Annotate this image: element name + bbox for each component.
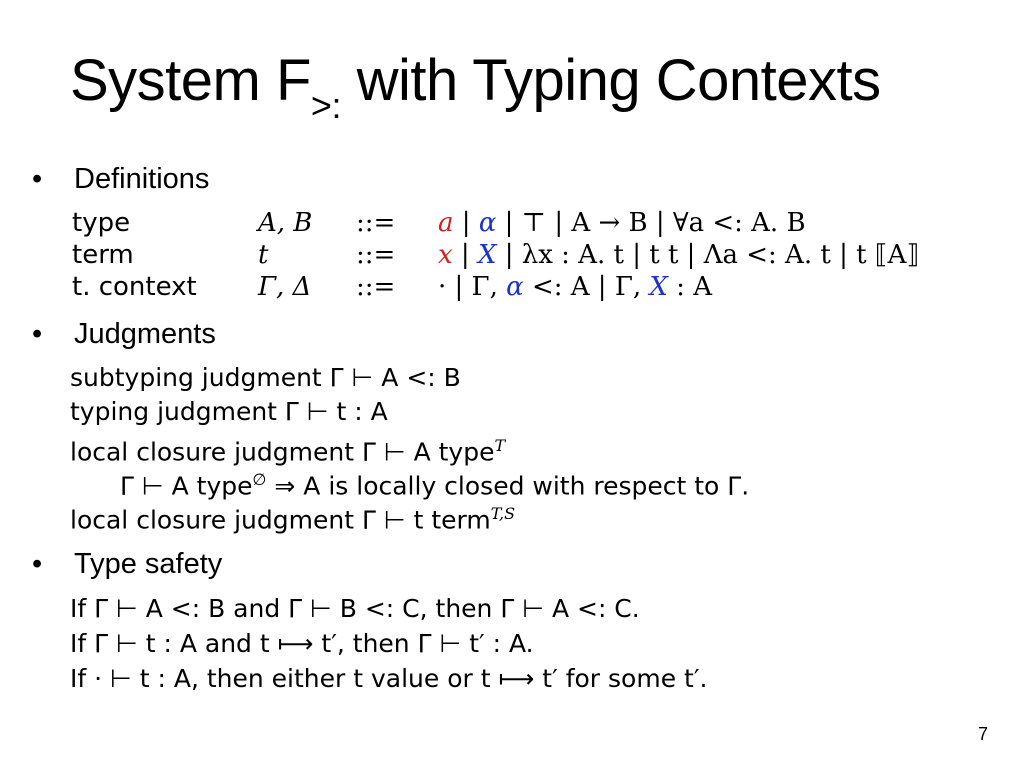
judgment-local-closure-type: local closure judgment Γ ⊢ A typeT [70,436,506,467]
page-number: 7 [977,724,988,744]
bullet-label: Definitions [74,163,210,195]
bullet-dot-icon: • [32,318,43,350]
bullet-label: Judgments [74,318,216,350]
grammar-productions: · | Γ, α <: A | Γ, X : A [438,272,712,302]
slide-title: System F>: with Typing Contexts [70,52,881,124]
type-safety-transitivity: If Γ ⊢ A <: B and Γ ⊢ B <: C, then Γ ⊢ A… [70,594,640,623]
grammar-meta: Γ, Δ [258,272,312,302]
judgment-subtyping: subtyping judgment Γ ⊢ A <: B [70,363,461,392]
grammar-productions: a | α | ⊤ | A → B | ∀a <: A. B [438,208,806,238]
type-safety-progress: If · ⊢ t : A, then either t value or t ⟼… [70,664,708,693]
title-subscript: >: [310,85,342,126]
bullet-definitions: • Definitions [32,163,209,196]
title-main: System F [70,48,311,113]
grammar-op: ::= [356,272,396,302]
grammar-meta: A, B [258,208,313,238]
grammar-op: ::= [356,240,396,270]
bullet-label: Type safety [74,548,223,580]
grammar-productions: x | X | λx : A. t | t t | Λa <: A. t | t… [438,240,920,270]
grammar-label: term [72,240,134,270]
bullet-dot-icon: • [32,548,43,580]
bullet-type-safety: • Type safety [32,548,222,581]
judgment-local-closure-term: local closure judgment Γ ⊢ t termT,S [70,504,516,535]
judgment-closed-note: Γ ⊢ A type∅ ⇒ A is locally closed with r… [120,470,750,501]
bullet-dot-icon: • [32,163,43,195]
type-safety-preservation: If Γ ⊢ t : A and t ⟼ t′, then Γ ⊢ t′ : A… [70,629,534,658]
grammar-label: type [72,208,131,238]
grammar-op: ::= [356,208,396,238]
title-rest: with Typing Contexts [340,48,882,113]
grammar-meta: t [258,240,269,270]
judgment-typing: typing judgment Γ ⊢ t : A [70,397,388,426]
bullet-judgments: • Judgments [32,318,216,351]
grammar-label: t. context [72,272,197,302]
